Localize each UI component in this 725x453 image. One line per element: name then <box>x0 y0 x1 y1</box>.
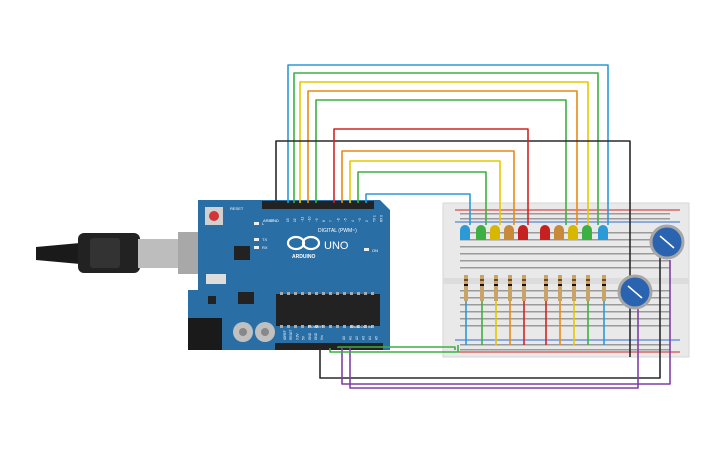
power-pin-label: IOREF <box>283 330 287 340</box>
wire-green[interactable] <box>337 346 456 350</box>
digital-pin-label: TX 1 <box>372 215 376 222</box>
wire-red[interactable] <box>333 128 529 225</box>
analog-pin-label: A2 <box>355 336 359 340</box>
resistor[interactable] <box>522 275 526 301</box>
brand-label: ARDUINO <box>292 254 315 260</box>
analog-header-label: ANALOG IN <box>350 324 372 329</box>
potentiometer[interactable] <box>649 224 685 260</box>
analog-pin-label: A0 <box>342 336 346 340</box>
usb-chip <box>234 246 250 260</box>
wire-orange[interactable] <box>341 150 515 225</box>
analog-pin-label: A5 <box>375 336 379 340</box>
wire-green[interactable] <box>329 345 459 353</box>
dc-jack <box>188 318 222 350</box>
on-label: ON <box>372 248 378 253</box>
digital-header <box>262 201 374 209</box>
power-pin-label: 5V <box>302 335 306 340</box>
resistor[interactable] <box>508 275 512 301</box>
power-pin-label: RESET <box>289 329 293 340</box>
resistor[interactable] <box>572 275 576 301</box>
crystal <box>206 274 226 284</box>
power-pin-label: GND <box>308 332 312 340</box>
digital-pin-label: 12 <box>293 218 297 222</box>
digital-pin-label: ~3 <box>358 218 362 222</box>
atmega-chip <box>276 294 380 326</box>
resistor-row <box>464 275 606 301</box>
resistor[interactable] <box>494 275 498 301</box>
usb-cable[interactable] <box>36 232 202 274</box>
wire-purple[interactable] <box>349 300 639 389</box>
digital-pin-label: 13 <box>286 218 290 222</box>
led-red[interactable] <box>518 225 528 240</box>
digital-pin-label: ~5 <box>344 218 348 222</box>
wire-blue[interactable] <box>287 64 609 225</box>
digital-pin-label: ~10 <box>308 216 312 222</box>
digital-pin-label: ~6 <box>336 218 340 222</box>
digital-pin-label: ~11 <box>300 217 304 222</box>
wire-orange[interactable] <box>307 90 578 225</box>
led-orange[interactable] <box>504 225 514 240</box>
led-orange[interactable] <box>554 225 564 240</box>
wire-purple[interactable] <box>341 260 671 385</box>
wire-yellow[interactable] <box>349 160 501 225</box>
wire-green[interactable] <box>357 171 487 225</box>
power-pin-label: GND <box>314 332 318 340</box>
analog-pin-label: A4 <box>368 336 372 340</box>
gnd-label: GND <box>270 218 279 223</box>
potentiometer[interactable] <box>617 274 653 310</box>
wire-blue[interactable] <box>365 193 471 225</box>
power-analog-header <box>275 343 383 350</box>
digital-pin-label: 4 <box>351 220 355 222</box>
arduino-uno-board[interactable]: RESET AREF GND DIGITAL (PWM~) UNO ARDUIN… <box>188 200 390 350</box>
led-row <box>460 225 608 240</box>
led-blue[interactable] <box>460 225 470 240</box>
resistor[interactable] <box>544 275 548 301</box>
resistor[interactable] <box>480 275 484 301</box>
wire-yellow[interactable] <box>299 81 589 225</box>
digital-pin-label: RX 0 <box>380 215 384 222</box>
resistor[interactable] <box>602 275 606 301</box>
reset-label: RESET <box>230 206 244 211</box>
led-green[interactable] <box>582 225 592 240</box>
wire-green[interactable] <box>315 99 567 225</box>
digital-pin-label: ~9 <box>315 218 319 222</box>
rx-label: RX <box>262 245 268 250</box>
power-header-label: POWER <box>308 324 323 329</box>
led-yellow[interactable] <box>568 225 578 240</box>
uno-label: UNO <box>324 240 349 252</box>
digital-pin-label: 7 <box>329 220 333 222</box>
l-label: L <box>262 221 265 226</box>
resistor[interactable] <box>464 275 468 301</box>
analog-pin-label: A1 <box>349 336 353 340</box>
wire-black[interactable] <box>319 250 661 379</box>
digital-pin-label: 2 <box>365 220 369 222</box>
led-green[interactable] <box>476 225 486 240</box>
resistor[interactable] <box>558 275 562 301</box>
resistor[interactable] <box>586 275 590 301</box>
voltage-regulator <box>238 292 254 304</box>
wire-green[interactable] <box>293 72 599 225</box>
digital-header-label: DIGITAL (PWM~) <box>318 228 357 234</box>
arduino-logo <box>286 235 321 251</box>
power-pin-label: Vin <box>320 335 324 340</box>
digital-pin-label: 8 <box>322 220 326 222</box>
tx-label: TX <box>262 237 267 242</box>
power-pin-label: 3.3V <box>295 333 299 340</box>
led-blue[interactable] <box>598 225 608 240</box>
wire-black[interactable] <box>275 140 631 357</box>
led-red[interactable] <box>540 225 550 240</box>
analog-pin-label: A3 <box>362 336 366 340</box>
aref-label: AREF <box>263 218 274 223</box>
led-yellow[interactable] <box>490 225 500 240</box>
